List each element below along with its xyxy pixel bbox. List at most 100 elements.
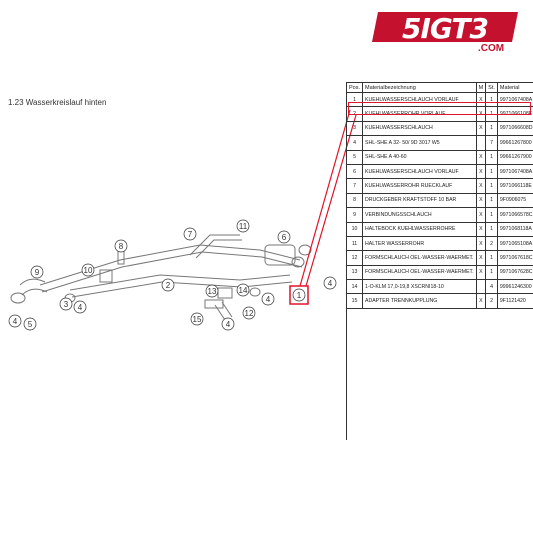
callout-9[interactable]: 9 — [30, 265, 44, 279]
callout-7[interactable]: 7 — [183, 227, 197, 241]
cell-desc: FORMSCHLAUCH OEL-WASSER-WAERMET. — [362, 250, 477, 266]
cell-st: 1 — [485, 149, 498, 165]
cell-pos: 8 — [345, 192, 364, 209]
cell-desc: ADAPTER TRENNKUPPLUNG — [362, 293, 477, 309]
cell-mat: 9F0906075 — [496, 192, 533, 209]
cell-desc: HALTEBOCK KUEHLWASSERROHRE — [362, 221, 477, 237]
header-st: St. — [485, 82, 498, 93]
cell-m: X — [475, 163, 487, 180]
cell-mat: 9971066118E — [496, 178, 533, 194]
cell-desc: KUEHLWASSERSCHLAUCH — [362, 120, 477, 137]
cell-desc: VERBINDUNGSSCHLAUCH — [362, 207, 477, 223]
callout-8[interactable]: 8 — [114, 239, 128, 253]
cell-mat: 9971067408A — [496, 163, 533, 180]
cell-st: 1 — [485, 163, 498, 180]
cell-pos: 13 — [345, 264, 364, 281]
svg-text:13: 13 — [208, 287, 217, 296]
svg-text:15: 15 — [193, 315, 202, 324]
cell-pos: 15 — [345, 293, 364, 309]
section-title: 1.23 Wasserkreislauf hinten — [8, 98, 107, 107]
callout-5[interactable]: 5 — [23, 317, 37, 331]
callout-13[interactable]: 13 — [205, 284, 219, 298]
cell-m: X — [475, 207, 487, 223]
callout-2[interactable]: 2 — [161, 278, 175, 292]
highlight-callout-box — [289, 285, 309, 305]
cell-st: 1 — [485, 221, 498, 237]
callout-4d[interactable]: 4 — [323, 276, 337, 290]
svg-text:6: 6 — [282, 233, 287, 242]
logo-badge — [372, 12, 518, 42]
cell-pos: 5 — [345, 149, 364, 165]
cell-st: 4 — [485, 279, 498, 295]
cell-mat: 99961246300 — [496, 279, 533, 295]
callout-4c[interactable]: 4 — [261, 292, 275, 306]
header-m: M — [475, 82, 487, 93]
cell-m: X — [475, 149, 487, 165]
callout-14[interactable]: 14 — [236, 283, 250, 297]
svg-text:4: 4 — [266, 295, 271, 304]
parts-diagram: 1 2 3 4 4 4 4 4 5 6 7 8 9 10 11 12 13 14… — [8, 219, 337, 331]
callout-10[interactable]: 10 — [81, 263, 95, 277]
cell-desc: SHL-SHE A 40-60 — [362, 149, 477, 165]
callout-11[interactable]: 11 — [236, 219, 250, 233]
cell-desc: HALTER WASSERROHR — [362, 235, 477, 252]
cell-st: 1 — [485, 264, 498, 281]
callout-4e[interactable]: 4 — [221, 317, 235, 331]
cell-desc: KUEHLWASSERSCHLAUCH VORLAUF — [362, 163, 477, 180]
cell-st: 2 — [485, 235, 498, 252]
cell-m: X — [475, 264, 487, 281]
svg-text:3: 3 — [64, 300, 69, 309]
svg-text:2: 2 — [166, 281, 171, 290]
svg-text:10: 10 — [84, 266, 93, 275]
callout-12[interactable]: 12 — [242, 306, 256, 320]
cell-mat: 99661267800 — [496, 135, 533, 151]
callout-15[interactable]: 15 — [190, 312, 204, 326]
cell-mat: 9971067618C — [496, 250, 533, 266]
cell-pos: 14 — [345, 279, 364, 295]
cell-st: 2 — [485, 293, 498, 309]
cell-m: X — [475, 293, 487, 309]
cell-pos: 11 — [345, 235, 364, 252]
cell-m — [475, 135, 487, 151]
cell-desc: 1-O-KLM 17,0-19,8 XSCRNI18-10 — [362, 279, 477, 295]
svg-text:9: 9 — [35, 268, 40, 277]
callout-4b[interactable]: 4 — [73, 300, 87, 314]
cell-desc: DRUCKGEBER KRAFTSTOFF 10 BAR — [362, 192, 477, 209]
table-header-row: Pos. Materialbezeichnung M St. Material — [345, 82, 533, 93]
cell-st: 1 — [485, 178, 498, 194]
cell-pos: 7 — [345, 178, 364, 194]
callout-4[interactable]: 4 — [8, 314, 22, 328]
svg-text:7: 7 — [188, 230, 193, 239]
svg-text:4: 4 — [78, 303, 83, 312]
cell-mat: 9971067628C — [496, 264, 533, 281]
callout-6[interactable]: 6 — [277, 230, 291, 244]
cell-mat: 9971068118A — [496, 221, 533, 237]
brand-logo[interactable]: 5IGT3 .COM — [370, 10, 530, 54]
cell-mat: 9F1121420 — [496, 293, 533, 309]
callout-1[interactable]: 1 — [292, 288, 306, 302]
cell-desc: SHL-SHE A 32- 50/ 9D 3017 W5 — [362, 135, 477, 151]
logo-wordmark: 5IGT3 — [402, 12, 489, 45]
cell-m: X — [475, 192, 487, 209]
cell-pos: 9 — [345, 207, 364, 223]
callout-3[interactable]: 3 — [59, 297, 73, 311]
header-pos: Pos. — [345, 82, 364, 93]
svg-text:5: 5 — [28, 320, 33, 329]
svg-text:1: 1 — [297, 291, 302, 300]
cell-st: 1 — [485, 192, 498, 209]
svg-text:12: 12 — [245, 309, 254, 318]
cell-m: X — [475, 235, 487, 252]
